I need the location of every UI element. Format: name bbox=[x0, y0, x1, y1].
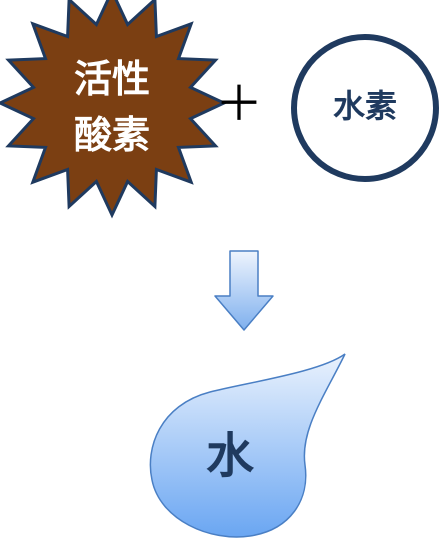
water-label: 水 bbox=[205, 428, 254, 484]
down-arrow-icon bbox=[214, 250, 274, 331]
active-oxygen-label-line2: 酸素 bbox=[73, 113, 150, 157]
hydrogen-label: 水素 bbox=[332, 87, 397, 125]
active-oxygen-starburst bbox=[0, 0, 228, 219]
plus-operator: ＋ bbox=[214, 76, 263, 132]
hydrogen-circle bbox=[291, 34, 439, 182]
active-oxygen-label-line1: 活性 bbox=[73, 57, 150, 101]
water-droplet bbox=[149, 353, 346, 538]
